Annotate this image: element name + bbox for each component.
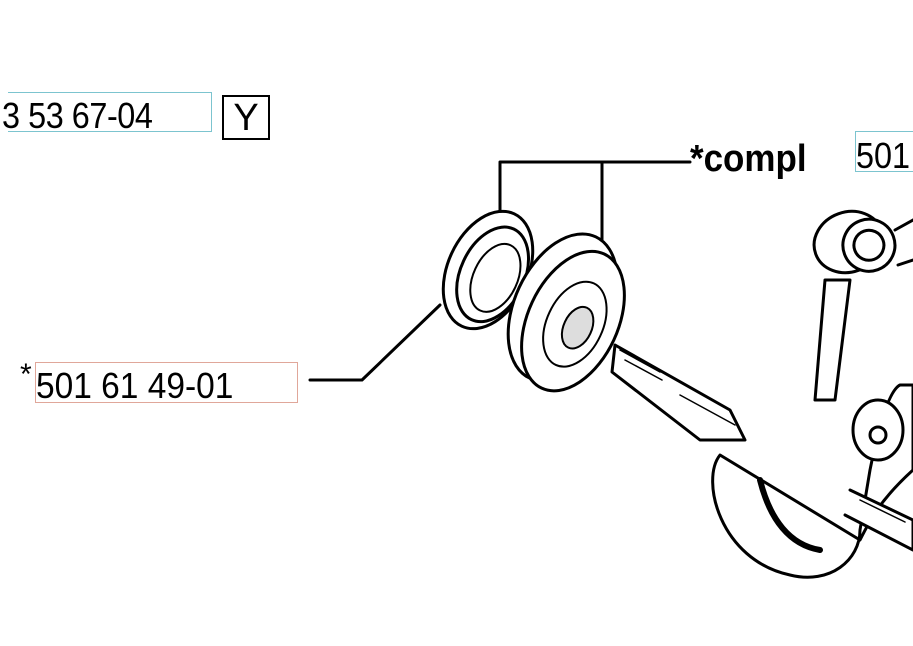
part-number-label: 501 61 49-01 xyxy=(36,365,234,406)
crankshaft-shaft xyxy=(610,343,747,442)
compl-label: *compl xyxy=(690,138,807,180)
part-number-label: 501 xyxy=(856,135,911,172)
piston-pin-eye xyxy=(812,209,897,275)
part-number-label: 3 53 67-04 xyxy=(2,95,153,136)
asterisk-marker: * xyxy=(20,358,32,391)
seal-leader-line xyxy=(308,303,442,382)
part-link-501-61-49-01[interactable]: 501 61 49-01 xyxy=(35,362,298,406)
compl-leader-line xyxy=(498,160,692,217)
marker-y-badge: Y xyxy=(222,95,270,140)
part-link-353-67-04[interactable]: 3 53 67-04 xyxy=(2,92,212,136)
bearing xyxy=(506,232,626,393)
crank-web xyxy=(711,383,913,579)
connecting-rod xyxy=(813,278,852,402)
part-link-compl[interactable]: 501 xyxy=(855,131,913,172)
